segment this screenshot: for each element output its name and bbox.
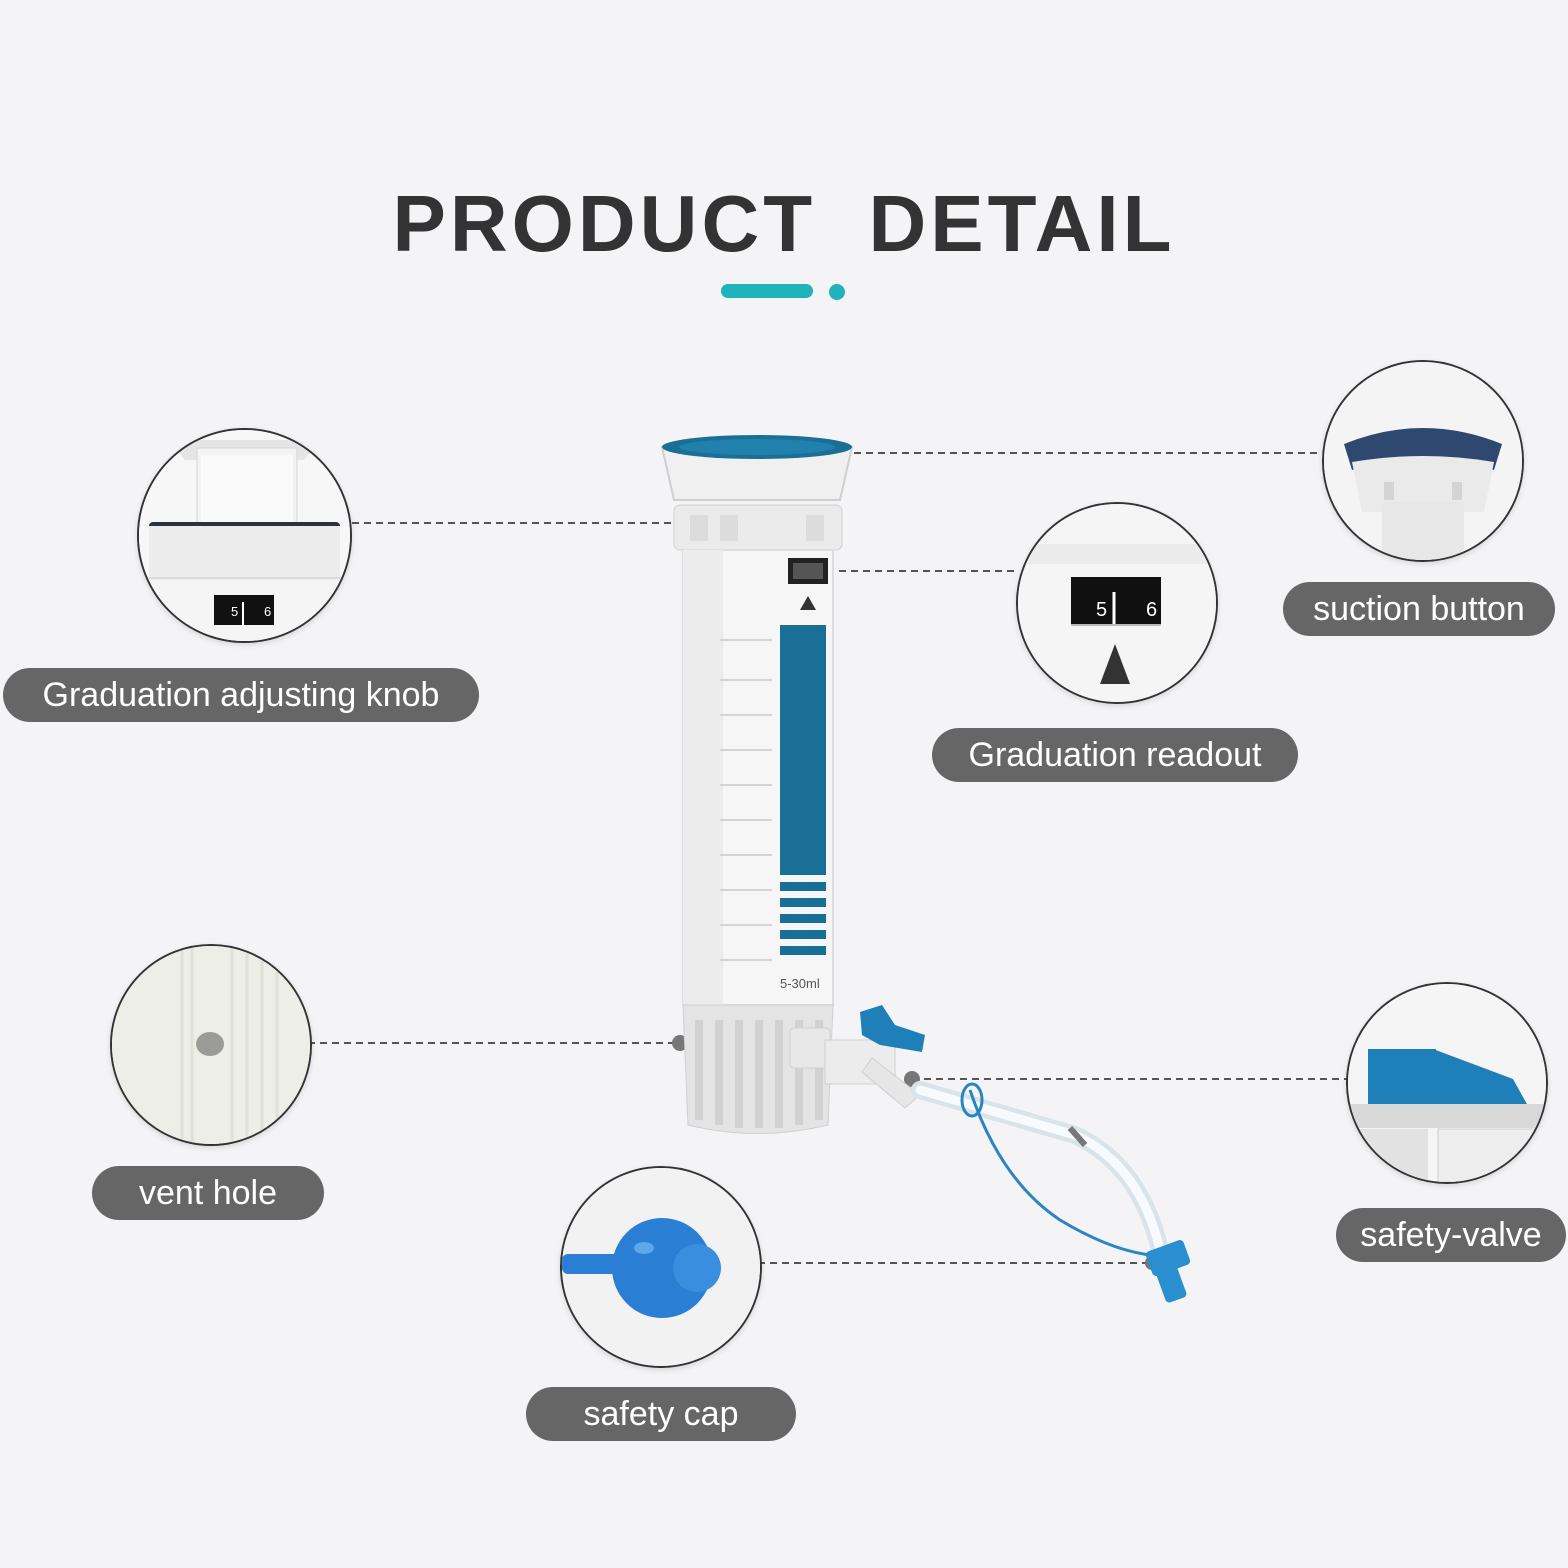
- readout-scale-5: 5: [1096, 599, 1107, 621]
- graduation-readout-closeup: 5 6: [1016, 502, 1218, 704]
- suction-button-closeup-icon: [1324, 362, 1522, 560]
- knob-scale-6: 6: [264, 604, 271, 619]
- vent-hole-closeup: [110, 944, 312, 1146]
- page-title: PRODUCT DETAIL: [392, 179, 1176, 268]
- graduation-readout-label: Graduation readout: [932, 728, 1298, 782]
- model-label: 5-30ml: [780, 976, 820, 991]
- suction-button-label: suction button: [1283, 582, 1555, 636]
- safety-cap-closeup: [560, 1166, 762, 1368]
- graduation-readout-closeup-icon: 5 6: [1018, 504, 1216, 702]
- bottle-dispenser-illustration: 5-30ml: [660, 435, 1191, 1303]
- safety-valve-closeup-icon: [1348, 984, 1546, 1182]
- title-accent-dot: [829, 284, 845, 300]
- vent-hole-label: vent hole: [92, 1166, 324, 1220]
- readout-scale-6: 6: [1146, 599, 1157, 621]
- safety-cap-label: safety cap: [526, 1387, 796, 1441]
- safety-valve-label: safety-valve: [1336, 1208, 1566, 1262]
- vent-hole-closeup-icon: [112, 946, 310, 1144]
- graduation-knob-closeup: 5 6: [137, 428, 352, 643]
- graduation-knob-closeup-icon: 5 6: [139, 430, 350, 641]
- suction-button-closeup: [1322, 360, 1524, 562]
- knob-scale-5: 5: [231, 604, 238, 619]
- title-accent-bar: [721, 284, 813, 298]
- graduation-knob-label: Graduation adjusting knob: [3, 668, 479, 722]
- safety-valve-closeup: [1346, 982, 1548, 1184]
- safety-cap-closeup-icon: [562, 1168, 760, 1366]
